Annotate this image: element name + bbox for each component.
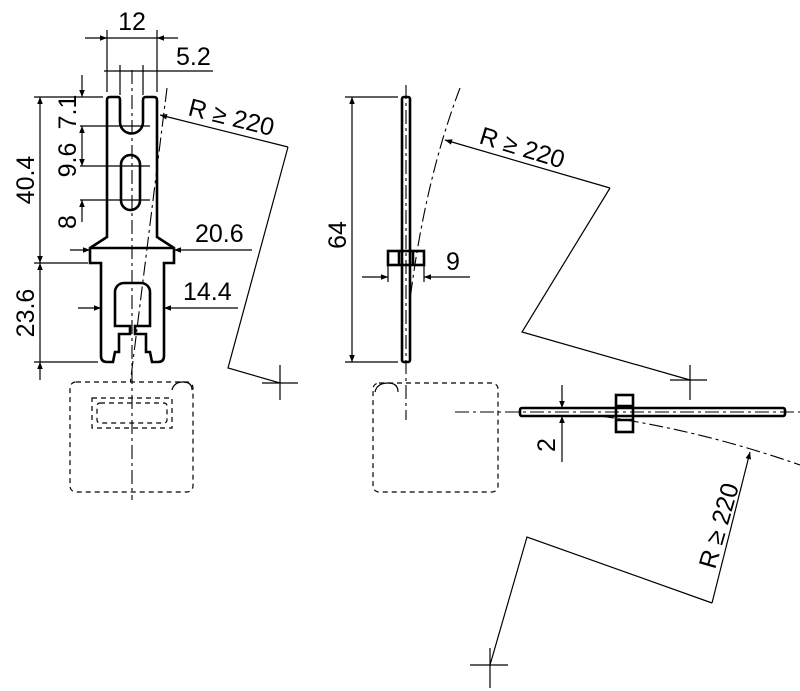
dim-width-top: 12	[118, 8, 146, 36]
dim-side-nut: 9	[446, 248, 460, 276]
front-view-actuator	[80, 70, 176, 500]
dim-height-upper: 40.4	[12, 156, 40, 205]
horizontal-view-dimensions: 2 R ≥ 220	[470, 385, 752, 688]
front-view-dimensions: 12 5.2 40.4 23.6 7.1 9.6 8 20.6 14.4 R ≥…	[12, 8, 298, 400]
dim-thickness: 2	[533, 438, 561, 452]
dim-lower-width: 14.4	[183, 278, 232, 306]
dim-height-lower: 23.6	[12, 289, 40, 338]
dim-slot-bottom: 8	[54, 215, 82, 229]
dim-slot-top: 7.1	[54, 95, 82, 130]
radius-label-side: R ≥ 220	[476, 122, 568, 174]
side-view-actuator	[386, 85, 461, 420]
radius-label-front: R ≥ 220	[186, 94, 278, 142]
radius-label-horizontal: R ≥ 220	[694, 480, 745, 572]
dim-side-length: 64	[324, 221, 352, 249]
dim-width-slot: 5.2	[176, 43, 211, 71]
horizontal-view-actuator	[455, 393, 800, 466]
front-view-housing	[69, 381, 194, 493]
dim-flange-width: 20.6	[195, 220, 244, 248]
dim-slot-mid: 9.6	[54, 143, 82, 178]
side-view-dimensions: 64 9 R ≥ 220	[324, 96, 707, 400]
side-view-housing	[372, 382, 499, 493]
